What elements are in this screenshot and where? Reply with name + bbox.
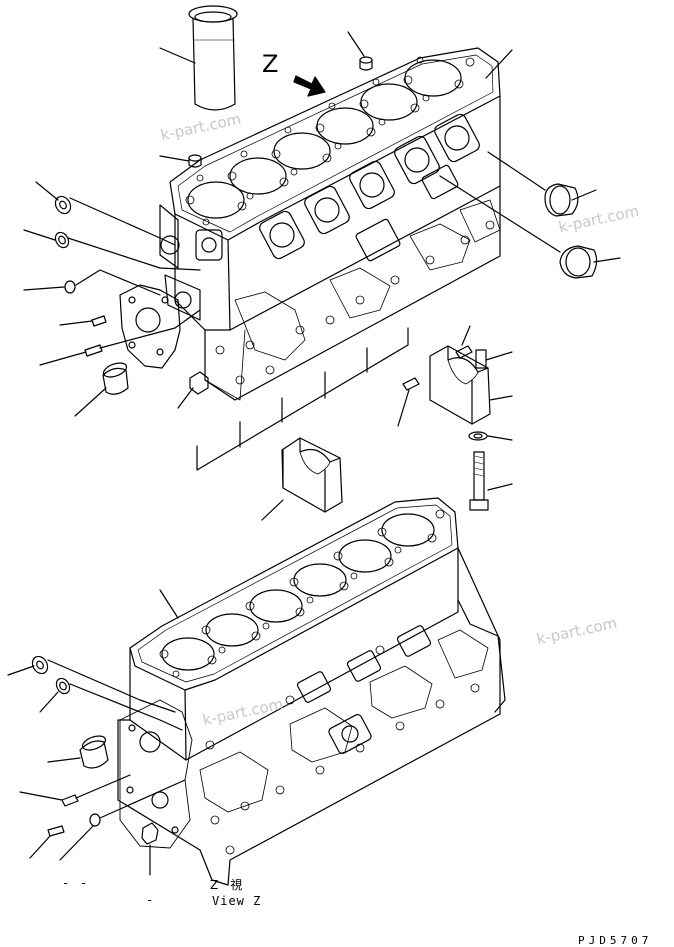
dash-mark-3: - [146, 893, 154, 907]
lower-left-parts [29, 654, 158, 844]
drawing-code: PJD5707 [578, 934, 653, 947]
dowel-pins [403, 346, 486, 390]
plug-mid [189, 155, 201, 167]
view-caption-jp: Z 視 [210, 878, 243, 892]
upper-left-leaders [24, 182, 200, 416]
leader-plug-mid [160, 156, 189, 161]
leader-washer [488, 436, 512, 440]
leader-liner [160, 48, 195, 63]
lower-cylinder-block [118, 498, 505, 885]
lower-left-leaders [8, 660, 185, 875]
upper-right-leaders [440, 50, 620, 262]
washer [469, 432, 487, 440]
dash-mark-2: - [80, 876, 88, 890]
upper-left-parts [52, 194, 208, 395]
view-caption-en: View Z [212, 894, 262, 908]
view-arrow-icon [294, 76, 325, 96]
front-plate-upper [120, 285, 180, 368]
bearing-cap-right [430, 346, 490, 424]
upper-cylinder-block [160, 48, 500, 400]
bearing-cap-center [282, 438, 342, 512]
view-marker: Z [262, 50, 279, 78]
upper-right-parts [545, 184, 597, 278]
leader-cap-center [262, 500, 283, 520]
cylinder-liner [189, 6, 237, 110]
dash-mark-1: - [62, 876, 70, 890]
cap-right-leaders [398, 326, 512, 426]
leader-plug-top [348, 32, 364, 56]
main-bolt [470, 452, 488, 510]
leader-bolt [488, 484, 512, 490]
bearing-bracket-lines [197, 328, 408, 470]
plug-top [360, 57, 372, 70]
leader-lower-deck [160, 590, 178, 618]
